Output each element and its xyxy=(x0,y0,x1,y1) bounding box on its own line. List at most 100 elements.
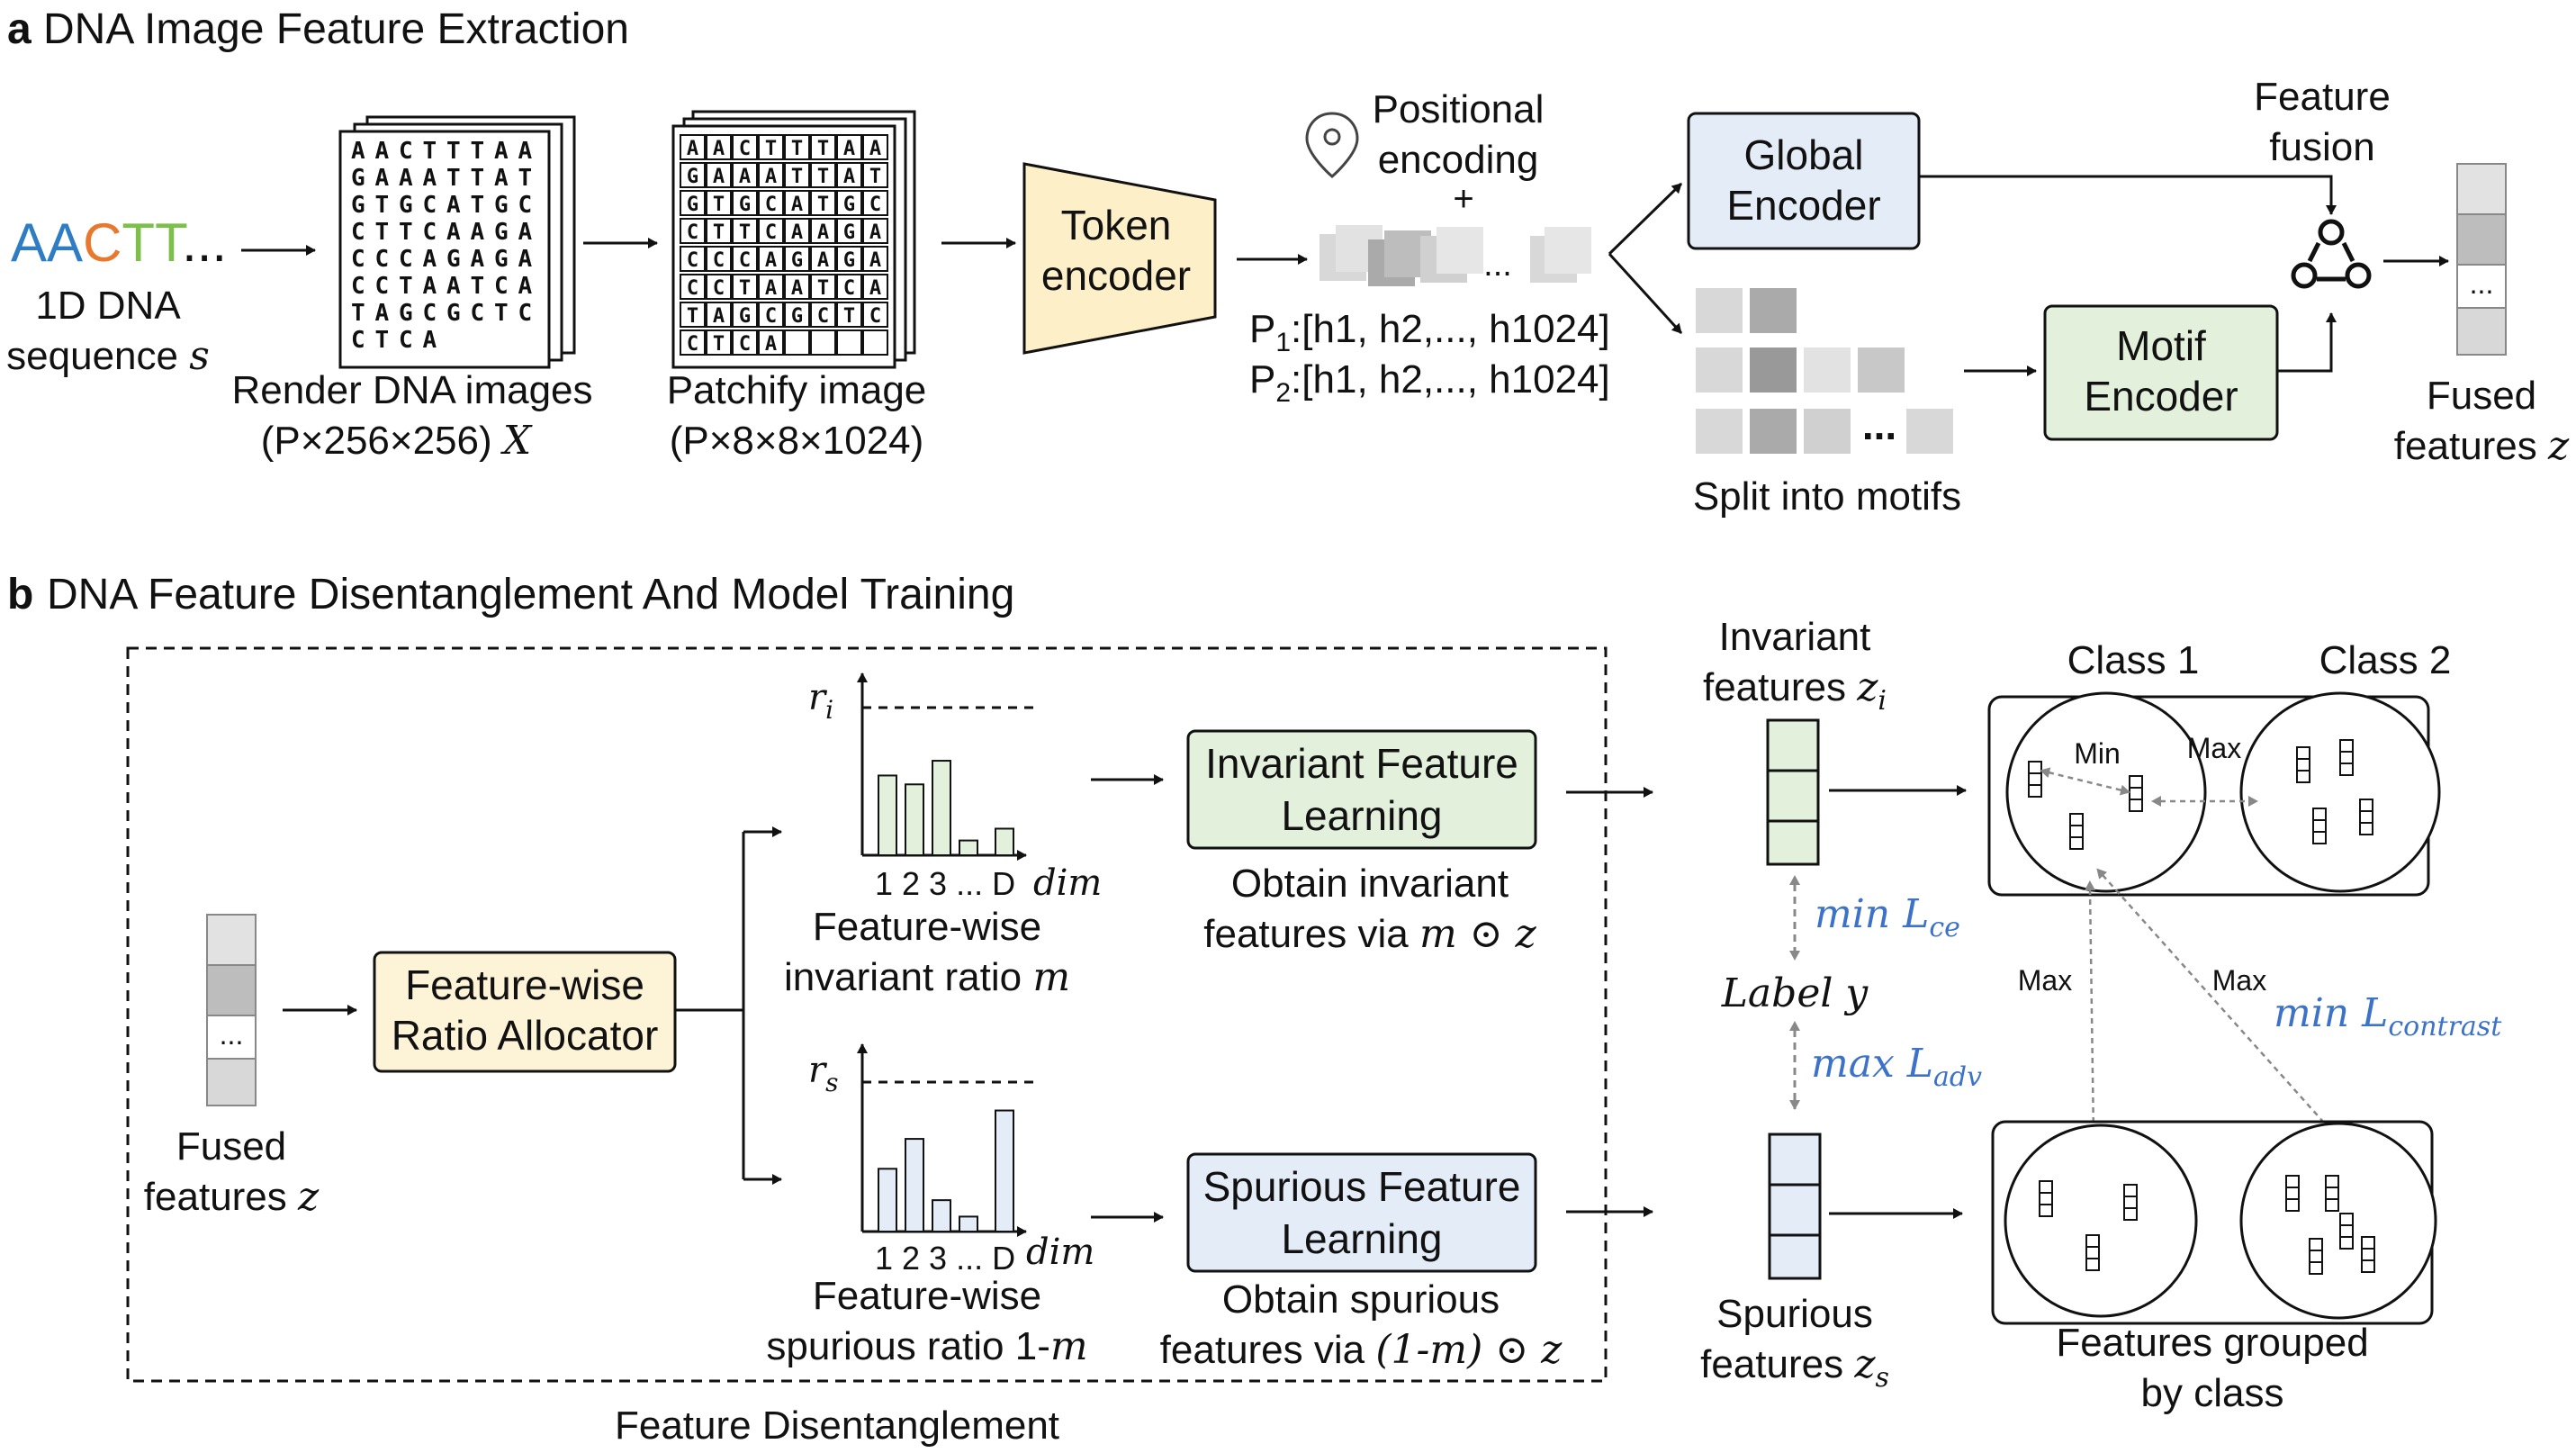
patch-letter: C xyxy=(687,249,698,272)
spu-learning-label-2: Learning xyxy=(1281,1215,1442,1262)
patch-cell xyxy=(758,162,784,188)
patch-cell xyxy=(732,329,758,356)
render-letter: T xyxy=(471,273,485,300)
positional-encoding-label-2: encoding xyxy=(1378,138,1539,182)
feature-glyph-cell xyxy=(2069,836,2084,850)
motif-encoder-block xyxy=(2043,304,2279,441)
inv-ratio-chart xyxy=(857,672,1040,861)
feature-glyph-cell xyxy=(2339,1213,2354,1226)
patch-cell xyxy=(784,190,810,216)
feature-glyph-cell xyxy=(2028,761,2042,774)
feature-glyph-cell xyxy=(2296,758,2310,772)
render-letter: T xyxy=(399,273,413,300)
patch-letter: C xyxy=(687,333,698,356)
feature-glyph-cell xyxy=(2325,1198,2339,1212)
feature-glyph-cell xyxy=(2028,784,2042,798)
patch-cell xyxy=(680,329,706,356)
bar xyxy=(878,1168,897,1233)
feature-glyph-cell xyxy=(2129,787,2143,800)
spu-chart-caption-1: Feature-wise xyxy=(813,1274,1041,1318)
class-feature-glyphs xyxy=(2028,739,2373,850)
render-letter: A xyxy=(399,165,413,192)
render-letter: G xyxy=(351,192,365,219)
patch-cell xyxy=(680,162,706,188)
render-letter: T xyxy=(518,165,533,192)
patch-cell xyxy=(784,246,810,272)
patch-cell xyxy=(732,302,758,328)
patch-letter: A xyxy=(765,166,777,188)
patch-cell xyxy=(732,274,758,300)
dna-letter-t1: T xyxy=(122,212,155,273)
patch-letter: G xyxy=(791,249,803,272)
patch-letter: A xyxy=(791,221,803,244)
patch-letter: C xyxy=(713,277,725,300)
patch-cell xyxy=(784,329,810,356)
location-pin-icon xyxy=(1305,112,1359,178)
render-letter: C xyxy=(375,246,390,273)
patch-cell xyxy=(680,218,706,244)
patch-letter: G xyxy=(739,194,751,216)
render-letter: A xyxy=(375,138,390,165)
patch-letter: T xyxy=(739,277,751,300)
patch-cell xyxy=(862,134,888,160)
patch-letter: T xyxy=(739,221,751,244)
fused-vector-a xyxy=(2456,163,2507,356)
inv-feature-vector xyxy=(1766,718,1820,866)
feature-glyph-cell xyxy=(2339,739,2354,753)
patch-letter: T xyxy=(713,194,725,216)
max-label-top: Max xyxy=(2187,732,2241,764)
feature-glyph-cell xyxy=(2085,1258,2100,1271)
feature-glyph-cell xyxy=(2312,831,2327,844)
patch-letter: A xyxy=(687,138,698,160)
dna-letter-a2: A xyxy=(47,212,83,273)
patch-cell xyxy=(706,246,732,272)
render-letter: C xyxy=(399,327,413,354)
patch-caption-1: Patchify image xyxy=(667,368,927,412)
section-b-title: DNA Feature Disentanglement And Model Tr… xyxy=(47,571,1014,618)
render-letter: C xyxy=(375,273,390,300)
arrow-split-down xyxy=(1608,252,1683,335)
patch-cell xyxy=(758,218,784,244)
inv-obtain-1: Obtain invariant xyxy=(1231,862,1509,906)
feature-glyph-cell xyxy=(2359,799,2373,812)
patch-cell xyxy=(810,134,836,160)
p2-sequence: P2:[h1, h2,..., h1024] xyxy=(1249,357,1610,408)
patch-letter: T xyxy=(817,166,829,188)
render-letter: T xyxy=(375,219,390,246)
feature-glyph-cell xyxy=(2085,1246,2100,1259)
feature-glyph-cell xyxy=(2039,1192,2053,1205)
patch-cell xyxy=(810,246,836,272)
patch-cell xyxy=(706,302,732,328)
render-letter: C xyxy=(423,300,437,327)
bar xyxy=(905,783,924,857)
render-letter: T xyxy=(446,138,461,165)
patch-letter: C xyxy=(869,194,881,216)
arrow-max-vertical xyxy=(2085,880,2099,1137)
section-b-letter: b xyxy=(7,571,33,618)
feature-glyph-cell xyxy=(2361,1236,2375,1250)
patch-cell xyxy=(784,162,810,188)
inv-obtain-2: features via m ⊙ z xyxy=(1203,911,1536,957)
global-encoder-label-2: Encoder xyxy=(1726,182,1880,229)
patch-letter: T xyxy=(843,305,855,328)
group-1-circle xyxy=(2004,1124,2198,1318)
feature-glyph-cell xyxy=(2285,1187,2300,1200)
patch-cell xyxy=(758,302,784,328)
class-1-label: Class 1 xyxy=(2067,638,2200,682)
label-y: Label y xyxy=(1721,970,1869,1016)
patch-cell xyxy=(758,246,784,272)
patch-cell xyxy=(758,190,784,216)
patch-letter: T xyxy=(817,194,829,216)
arrow-min xyxy=(2040,767,2130,796)
patch-letter: A xyxy=(817,221,829,244)
render-letter: A xyxy=(375,165,390,192)
patch-cell xyxy=(706,274,732,300)
patch-letter: C xyxy=(765,194,777,216)
feature-glyph-cell xyxy=(2123,1196,2138,1209)
patch-cell xyxy=(862,302,888,328)
arrow-split-up xyxy=(1608,182,1683,256)
